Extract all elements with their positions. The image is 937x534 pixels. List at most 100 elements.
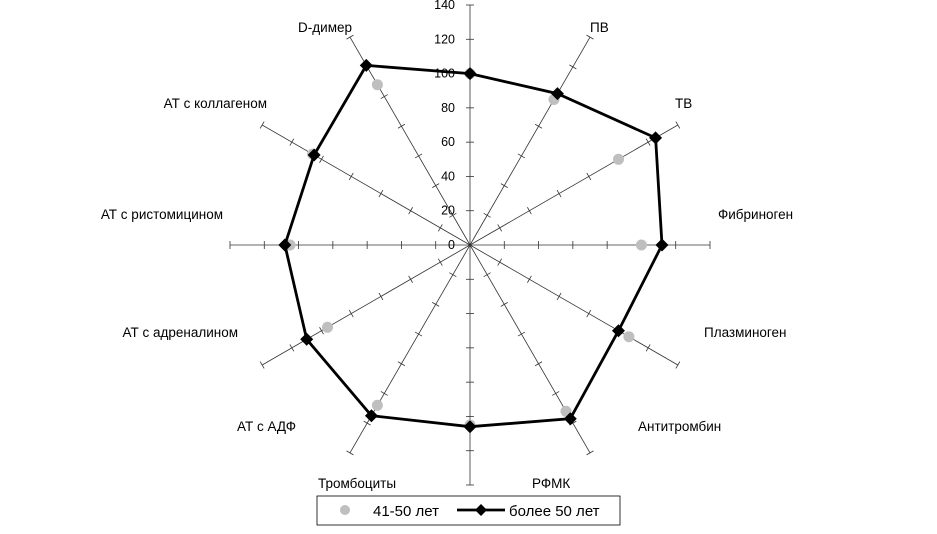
category-labels: ПВ ТВ ФибриногенПлазминогенАнтитромбинРФМК… bbox=[101, 20, 793, 491]
axis-tick bbox=[259, 361, 265, 369]
axis-tick bbox=[483, 272, 491, 278]
point-series-2 bbox=[611, 324, 625, 338]
point-series-1 bbox=[635, 239, 647, 251]
line-series-2 bbox=[283, 63, 664, 429]
axis-tick bbox=[319, 155, 324, 163]
scale-tick-label: 120 bbox=[434, 32, 455, 46]
axis-tick bbox=[378, 189, 384, 198]
axis-tick bbox=[675, 361, 681, 369]
point-series-2 bbox=[563, 412, 577, 426]
point-series-1 bbox=[623, 331, 635, 343]
series-layer bbox=[278, 58, 669, 434]
axis-tick bbox=[586, 450, 594, 456]
axis-line-2 bbox=[469, 36, 591, 246]
axis-tick bbox=[517, 153, 526, 159]
axis-tick bbox=[414, 331, 423, 337]
axis-tick bbox=[437, 224, 443, 232]
point-series-1 bbox=[371, 79, 383, 91]
axis-tick bbox=[289, 138, 295, 146]
axis-tick bbox=[556, 189, 562, 198]
category-label: Фибриноген bbox=[718, 207, 793, 222]
axis-tick bbox=[259, 121, 265, 129]
axis-tick bbox=[380, 94, 388, 99]
point-series-2 bbox=[278, 238, 292, 252]
point-series-2 bbox=[463, 420, 477, 434]
axis-tick bbox=[500, 302, 508, 307]
axis-line-5 bbox=[469, 244, 679, 366]
axis-tick bbox=[449, 212, 457, 218]
axis-tick bbox=[497, 258, 503, 266]
category-label: Плазминоген bbox=[704, 325, 787, 340]
axis-tick bbox=[527, 207, 532, 215]
axis-line-9 bbox=[261, 244, 471, 366]
axis-tick bbox=[397, 123, 406, 129]
axis-tick bbox=[645, 344, 651, 352]
scale-tick-label: 20 bbox=[441, 204, 455, 218]
point-series-2 bbox=[300, 332, 314, 346]
category-label: РФМК bbox=[532, 476, 570, 491]
axis-tick bbox=[319, 327, 324, 335]
axis-tick bbox=[497, 224, 503, 232]
axis-tick bbox=[449, 272, 457, 278]
point-series-2 bbox=[463, 67, 477, 81]
scale-tick-label: 60 bbox=[441, 135, 455, 149]
axis-tick bbox=[348, 309, 354, 318]
axis-line-11 bbox=[261, 124, 471, 246]
legend: 41-50 лет более 50 лет bbox=[316, 495, 621, 526]
axis-tick bbox=[517, 331, 526, 337]
point-series-2 bbox=[364, 409, 378, 423]
axis-tick bbox=[432, 183, 440, 188]
scale-tick-label: 140 bbox=[434, 0, 455, 12]
category-label: Тромбоциты bbox=[318, 476, 396, 491]
axis-tick bbox=[586, 172, 592, 181]
category-label: АТ с коллагеном bbox=[164, 96, 267, 111]
axis-tick bbox=[432, 302, 440, 307]
point-series-1 bbox=[371, 399, 383, 411]
axis-line-12 bbox=[349, 36, 471, 246]
axis-tick bbox=[483, 212, 491, 218]
point-series-2 bbox=[307, 148, 321, 162]
axis-tick bbox=[378, 292, 384, 301]
axis-tick bbox=[552, 391, 560, 396]
point-series-2 bbox=[550, 87, 564, 101]
legend-label-series-1: 41-50 лет bbox=[373, 503, 439, 520]
point-series-1 bbox=[322, 321, 333, 333]
axis-tick bbox=[437, 258, 443, 266]
point-series-2 bbox=[655, 238, 669, 252]
legend-marker-series-1 bbox=[340, 505, 350, 515]
category-label: ТВ bbox=[675, 96, 692, 111]
category-label: D-димер bbox=[298, 20, 352, 35]
category-label: ПВ bbox=[590, 20, 609, 35]
category-label: АТ с адреналином bbox=[123, 325, 238, 340]
axis-tick bbox=[527, 275, 532, 283]
axis-tick bbox=[346, 34, 354, 40]
point-series-2 bbox=[649, 131, 663, 145]
axis-tick bbox=[380, 391, 388, 396]
axis-tick bbox=[397, 361, 406, 367]
axis-tick bbox=[569, 64, 577, 70]
axis-line-3 bbox=[469, 124, 679, 246]
axis-tick bbox=[408, 275, 413, 283]
axis-tick bbox=[534, 361, 543, 367]
axis-tick bbox=[675, 121, 681, 129]
scale-tick-label: 80 bbox=[441, 101, 455, 115]
legend-marker-series-2 bbox=[475, 504, 487, 516]
axis-tick bbox=[586, 309, 592, 318]
axis-tick bbox=[645, 138, 651, 146]
axis-line-8 bbox=[349, 244, 471, 454]
category-label: Антитромбин bbox=[638, 419, 721, 434]
axis-tick bbox=[500, 183, 508, 188]
axis-tick bbox=[586, 34, 594, 40]
axis-tick bbox=[289, 344, 295, 352]
legend-label-series-2: более 50 лет bbox=[509, 503, 600, 520]
category-label: АТ с АДФ bbox=[237, 419, 296, 434]
axis-tick bbox=[534, 123, 543, 129]
point-series-1 bbox=[613, 153, 624, 165]
point-series-2 bbox=[359, 58, 373, 72]
axis-tick bbox=[408, 207, 413, 215]
axis-tick bbox=[346, 450, 354, 456]
legend-box bbox=[316, 495, 621, 526]
scale-tick-label: 40 bbox=[441, 169, 455, 183]
axis-tick bbox=[363, 420, 371, 426]
